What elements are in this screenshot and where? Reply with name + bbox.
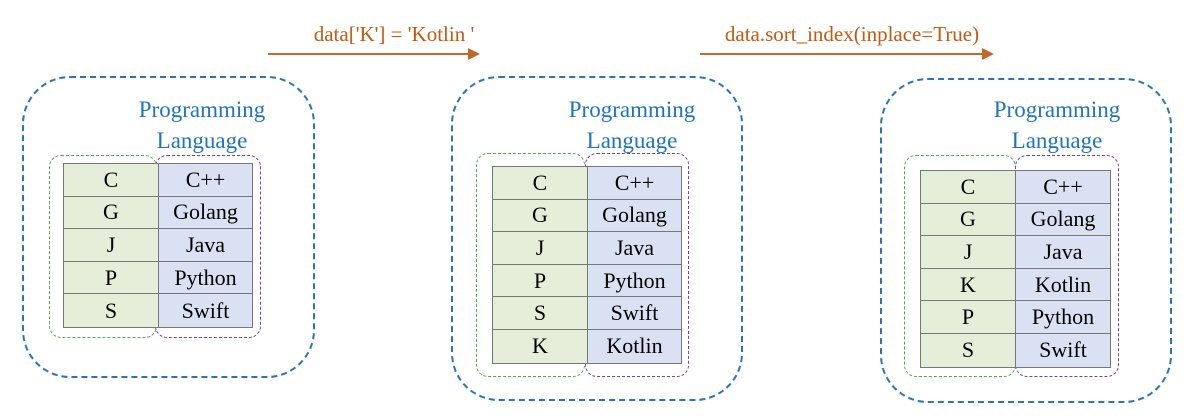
index-cell: P — [921, 301, 1015, 334]
value-cell: Golang — [588, 200, 681, 233]
panel-title-line2: Language — [586, 128, 678, 153]
arrow-sort-index-line — [700, 53, 982, 55]
index-cell: G — [493, 200, 587, 233]
panel-title-after-sort: Programming Language — [947, 94, 1167, 156]
index-column: C G J P S — [63, 163, 158, 328]
index-cell: G — [921, 204, 1015, 237]
panel-title-line2: Language — [156, 128, 248, 153]
value-cell: Swift — [181, 297, 230, 323]
value-cell: Swift — [588, 297, 681, 330]
values-column: C++ Golang Java Kotlin Python Swift — [1015, 170, 1111, 368]
operation-label-sort-index: data.sort_index(inplace=True) — [724, 22, 980, 46]
value-cell: Java — [159, 229, 252, 262]
value-cell: Python — [588, 265, 681, 298]
panel-original-series — [22, 76, 315, 378]
index-cell: K — [921, 269, 1015, 302]
panel-title-line1: Programming — [993, 97, 1121, 122]
panel-title-line1: Programming — [138, 97, 266, 122]
values-column: C++ Golang Java Python Swift — [158, 163, 253, 328]
panel-title-after-add: Programming Language — [522, 94, 742, 156]
panel-after-add — [451, 76, 743, 401]
value-cell: C++ — [588, 167, 681, 200]
arrow-add-kotlin-line — [268, 53, 468, 55]
index-cell: C — [64, 164, 158, 197]
value-cell: Python — [159, 262, 252, 295]
panel-title-line1: Programming — [568, 97, 696, 122]
panel-after-sort — [880, 78, 1172, 403]
value-cell: Kotlin — [1016, 269, 1110, 302]
index-cell: C — [921, 171, 1015, 204]
index-cell: K — [532, 333, 548, 359]
index-cell: S — [104, 297, 118, 323]
panel-title-line2: Language — [1011, 128, 1103, 153]
index-cell: C — [493, 167, 587, 200]
value-cell: C++ — [159, 164, 252, 197]
values-column: C++ Golang Java Python Swift Kotlin — [587, 166, 682, 364]
arrow-sort-index-head — [982, 48, 994, 60]
arrow-add-kotlin-head — [468, 48, 480, 60]
index-cell: S — [961, 337, 975, 363]
value-cell: C++ — [1016, 171, 1110, 204]
value-cell: Golang — [1016, 204, 1110, 237]
value-cell: Python — [1016, 301, 1110, 334]
index-cell: J — [921, 236, 1015, 269]
index-cell: J — [493, 232, 587, 265]
value-cell: Java — [1016, 236, 1110, 269]
value-cell: Golang — [159, 197, 252, 230]
index-cell: J — [64, 229, 158, 262]
index-cell: P — [64, 262, 158, 295]
index-column: C G J P S K — [492, 166, 587, 364]
value-cell: Java — [588, 232, 681, 265]
panel-title-original: Programming Language — [92, 94, 312, 156]
index-cell: S — [493, 297, 587, 330]
value-cell: Swift — [1039, 337, 1087, 363]
index-cell: G — [64, 197, 158, 230]
operation-label-add-kotlin: data['K'] = 'Kotlin ' — [313, 22, 475, 46]
index-cell: P — [493, 265, 587, 298]
value-cell: Kotlin — [606, 333, 663, 359]
index-column: C G J K P S — [920, 170, 1015, 368]
